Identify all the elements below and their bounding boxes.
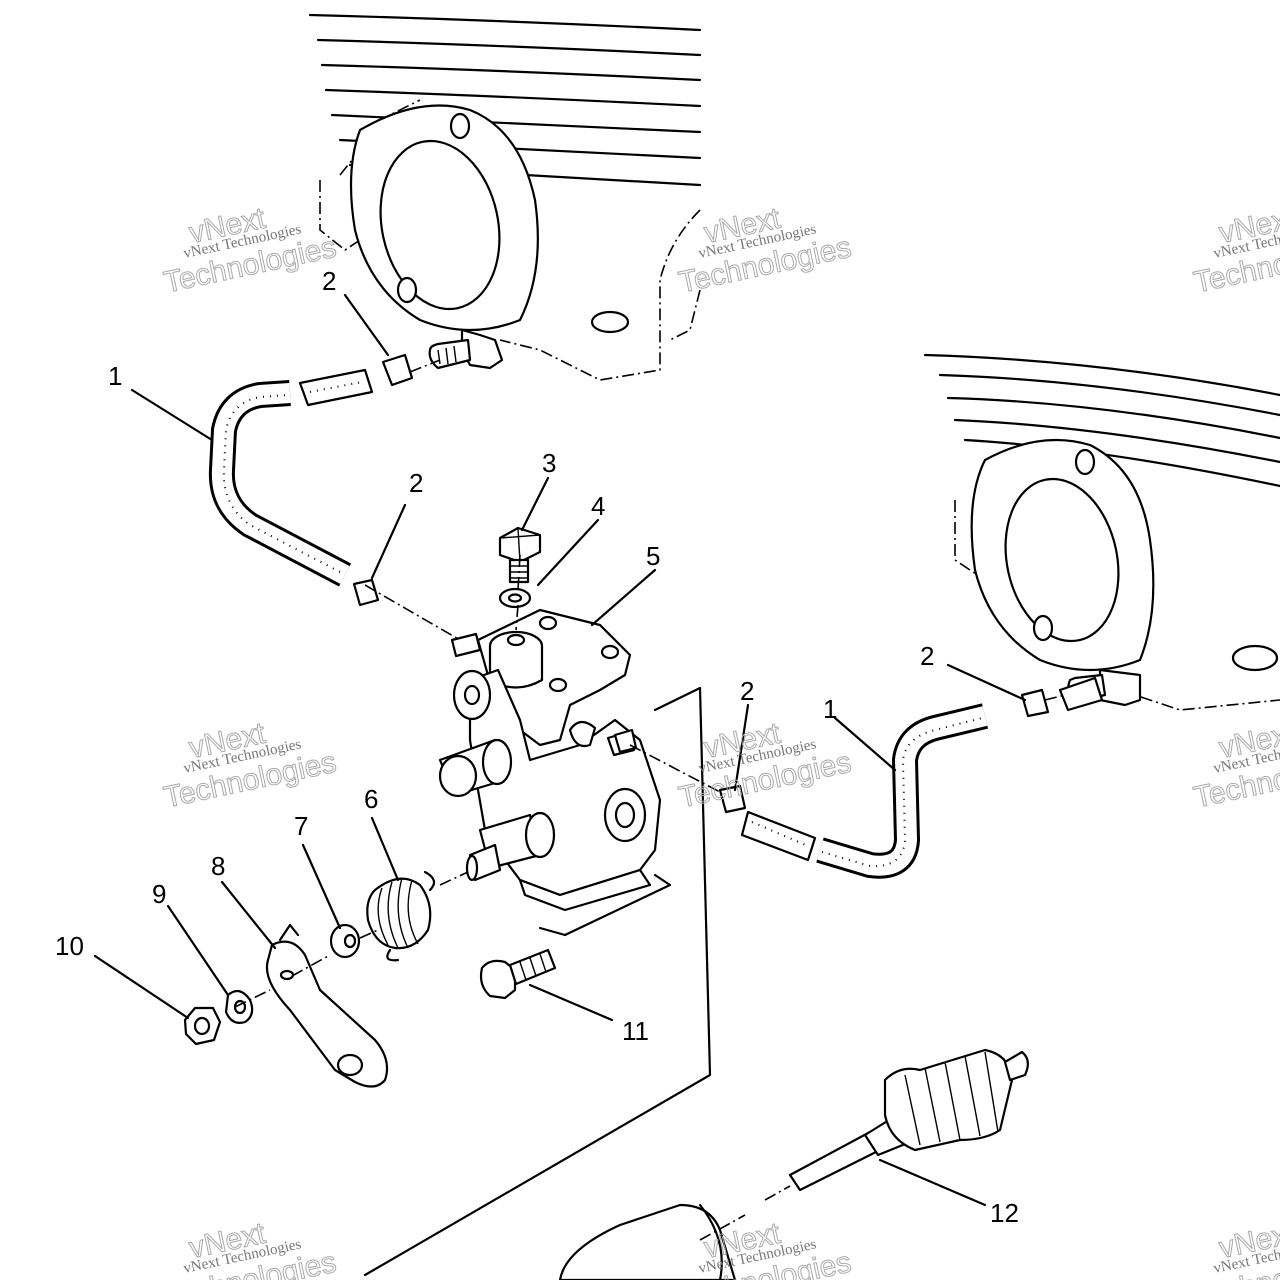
callout-2-right-hose: 2: [740, 676, 754, 706]
watermark: vNext vNext Technologies Technologies vN…: [160, 201, 1280, 1280]
mounting-bolt: [479, 948, 557, 1000]
callout-2-top: 2: [322, 266, 336, 296]
pump-control-lever: [265, 923, 389, 1088]
callout-1-right: 1: [823, 694, 837, 724]
bottom-part-partial: [558, 1203, 737, 1280]
watermark-tile-7: vNext vNext Technologies Technologies: [160, 1216, 339, 1280]
callout-5: 5: [646, 541, 660, 571]
hex-nut: [183, 1006, 222, 1046]
callout-12: 12: [990, 1198, 1019, 1228]
pump-drive-gear-shaft: [788, 1048, 1029, 1192]
cylinder-upper-left: [308, 13, 702, 381]
callout-2-right-cylinder: 2: [920, 641, 934, 671]
callout-labels: 1 2 2 3 4 5 6 7 8 9 10 11 12 1 2 2: [55, 266, 1019, 1228]
callout-1-left: 1: [108, 361, 122, 391]
watermark-tile-4: vNext vNext Technologies Technologies: [160, 716, 339, 815]
callout-6: 6: [364, 784, 378, 814]
watermark-tile-3: vNext vNext Technologies Technologies: [1190, 201, 1280, 300]
oil-hose-left: [208, 368, 374, 587]
callout-11: 11: [622, 1016, 649, 1046]
callout-9: 9: [152, 879, 166, 909]
callout-8: 8: [211, 851, 225, 881]
watermark-tile-1: vNext vNext Technologies Technologies: [160, 201, 339, 300]
oil-hose-right: [740, 703, 989, 879]
fitting-nipples: [613, 676, 1104, 754]
callout-2-left-hose: 2: [409, 468, 423, 498]
callout-4: 4: [591, 491, 605, 521]
lock-washer: [224, 989, 254, 1024]
flat-washer: [329, 923, 361, 959]
callout-10: 10: [55, 931, 84, 961]
watermark-tile-6: vNext vNext Technologies Technologies: [1190, 716, 1280, 815]
watermark-tile-8: vNext vNext Technologies Technologies: [675, 1216, 854, 1280]
watermark-tile-2: vNext vNext Technologies Technologies: [675, 201, 854, 300]
callout-3: 3: [542, 448, 556, 478]
callout-7: 7: [294, 811, 308, 841]
watermark-tile-9: vNext vNext Technologies Technologies: [1190, 1216, 1280, 1280]
oil-pump-body: [438, 608, 662, 912]
hose-clamps: [352, 353, 1050, 814]
cylinder-right: [923, 353, 1280, 711]
return-spring: [366, 870, 436, 962]
sealing-washer: [498, 587, 532, 609]
leader-lines: [93, 293, 1066, 1277]
